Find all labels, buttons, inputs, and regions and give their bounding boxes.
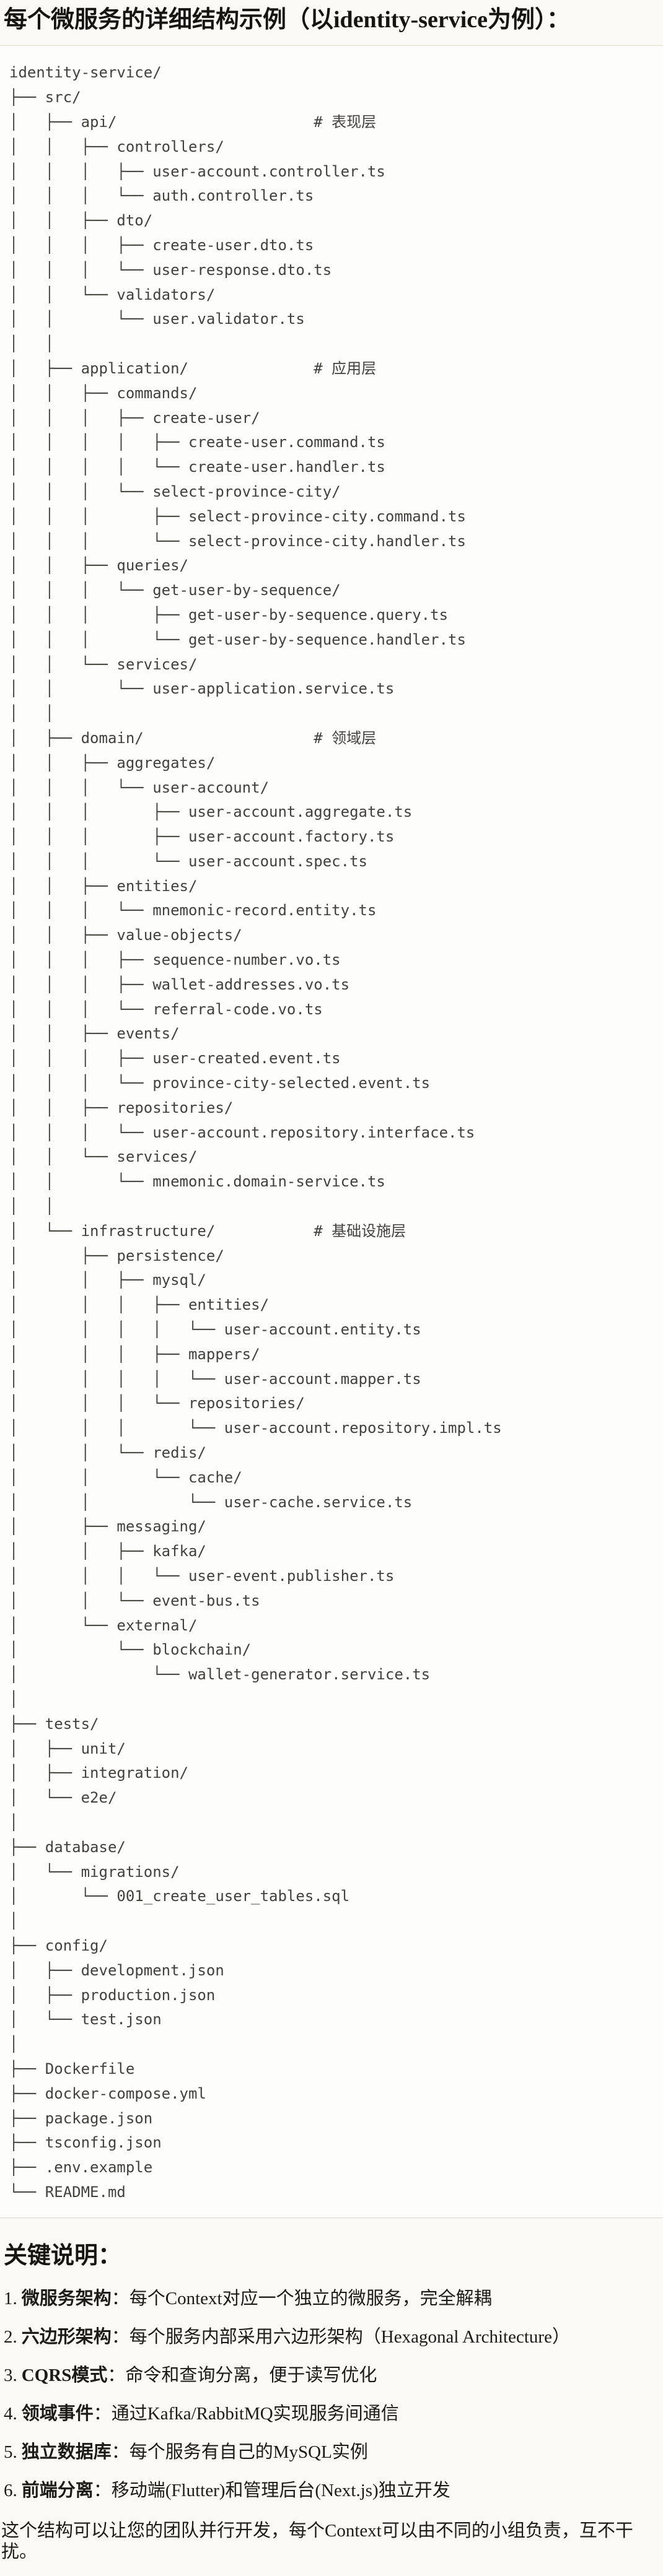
note-text: ：命令和查询分离，便于读写优化 bbox=[107, 2365, 377, 2386]
note-item-cqrs-pattern: 3.CQRS模式：命令和查询分离，便于读写优化 bbox=[4, 2365, 663, 2386]
note-number: 3. bbox=[4, 2365, 17, 2386]
note-term: 六边形架构 bbox=[21, 2327, 112, 2348]
note-number: 4. bbox=[4, 2404, 17, 2424]
notes-heading: 关键说明： bbox=[4, 2242, 122, 2269]
closing-paragraph: 这个结构可以让您的团队并行开发，每个Context可以由不同的小组负责，互不干扰… bbox=[1, 2521, 633, 2562]
directory-tree: identity-service/ ├── src/ │ ├── api/ # … bbox=[9, 64, 502, 2201]
note-text: ：通过Kafka/RabbitMQ实现服务间通信 bbox=[93, 2404, 399, 2424]
note-item-frontend-separation: 6.前端分离：移动端(Flutter)和管理后台(Next.js)独立开发 bbox=[4, 2480, 663, 2501]
code-block: identity-service/ ├── src/ │ ├── api/ # … bbox=[0, 45, 663, 2218]
note-term: 独立数据库 bbox=[21, 2442, 112, 2463]
note-number: 2. bbox=[4, 2327, 17, 2348]
note-term: 前端分离 bbox=[21, 2481, 94, 2501]
note-text: ：每个服务内部采用六边形架构（Hexagonal Architecture） bbox=[111, 2327, 570, 2348]
note-term: 领域事件 bbox=[21, 2404, 94, 2424]
note-item-microservice-architecture: 1.微服务架构：每个Context对应一个独立的微服务，完全解耦 bbox=[4, 2288, 663, 2309]
page-title: 每个微服务的详细结构示例（以identity-service为例）： bbox=[4, 7, 571, 33]
note-number: 1. bbox=[4, 2289, 17, 2309]
note-text: ：移动端(Flutter)和管理后台(Next.js)独立开发 bbox=[93, 2481, 450, 2501]
notes-list: 1.微服务架构：每个Context对应一个独立的微服务，完全解耦 2.六边形架构… bbox=[0, 2288, 663, 2501]
note-text: ：每个服务有自己的MySQL实例 bbox=[111, 2442, 368, 2463]
note-item-hexagonal-architecture: 2.六边形架构：每个服务内部采用六边形架构（Hexagonal Architec… bbox=[4, 2326, 663, 2348]
document: 每个微服务的详细结构示例（以identity-service为例）： ident… bbox=[0, 5, 663, 2576]
note-item-domain-events: 4.领域事件：通过Kafka/RabbitMQ实现服务间通信 bbox=[4, 2403, 663, 2424]
note-term: 微服务架构 bbox=[21, 2289, 112, 2309]
note-number: 5. bbox=[4, 2442, 17, 2463]
note-text: ：每个Context对应一个独立的微服务，完全解耦 bbox=[111, 2289, 492, 2309]
note-item-independent-database: 5.独立数据库：每个服务有自己的MySQL实例 bbox=[4, 2442, 663, 2463]
note-number: 6. bbox=[4, 2481, 17, 2501]
note-term: CQRS模式 bbox=[21, 2365, 108, 2386]
